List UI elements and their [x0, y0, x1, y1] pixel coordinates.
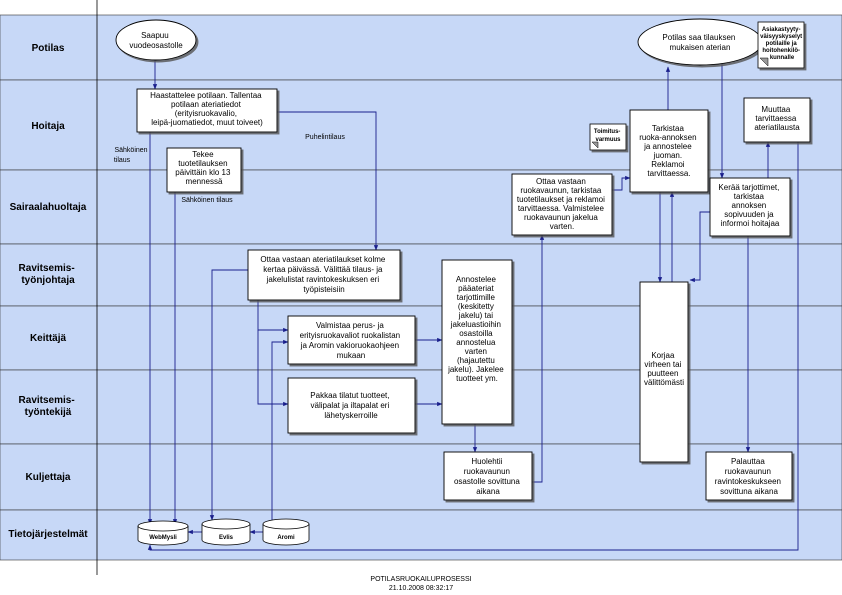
- node-saapuu: [115, 19, 197, 61]
- swimlanes: [0, 0, 842, 575]
- node-ottaa-ruokavaunun: [511, 173, 613, 236]
- svg-text:Toimitus- varmuus: Toimitus- varmuus: [594, 129, 622, 143]
- arrow-ottaa-ateriatilaukset-to-evlis: [209, 269, 248, 521]
- arrow-ottaa-ruokavaunun-to-tarkistaa: [612, 175, 631, 191]
- edge-label-sahkoinen-tilaus-2: Sähköinen tilaus: [181, 197, 233, 204]
- node-haastattelee: [136, 88, 278, 133]
- arrow-huolehtii-to-ottaa-ruokavaunun: [532, 234, 545, 483]
- lane-label-keittaja: Keittäjä: [30, 333, 67, 344]
- lane-ravitsemistyonjohtaja: [0, 243, 842, 307]
- node-tekee: [166, 147, 242, 193]
- arrow-haastattelee-to-ottaa-ateriatilaukset: [277, 111, 379, 251]
- node-haastattelee-text: Haastattelee potilaan. Tallentaa potilaa…: [150, 91, 264, 127]
- node-keraa: [709, 177, 791, 237]
- lane-label-kuljettaja: Kuljettaja: [25, 472, 70, 483]
- connectors: [147, 60, 799, 551]
- node-saapuu-text: Saapuu vuodeosastolle: [129, 31, 183, 50]
- node-palauttaa-text: Palauttaa ruokavaunun ravintokeskukseen …: [715, 457, 784, 496]
- node-huolehtii: [443, 451, 533, 501]
- note-asiakastyytyvaisyys: Asiakastyyty- väisyyskyselyt potilaille …: [757, 21, 805, 69]
- arrow-keraa-to-korjaa: [689, 211, 710, 283]
- arrow-muuttaa-to-webmysli: [147, 142, 799, 551]
- node-valmistaa-text: Valmistaa perus- ja erityisruokavaliot r…: [300, 321, 403, 360]
- node-ottaa-ateriatilaukset: [247, 249, 401, 301]
- node-palauttaa: [705, 451, 793, 501]
- lane-tietojarjestelmat: [0, 509, 842, 561]
- node-valmistaa: [287, 315, 416, 365]
- db-evlis: Evlis: [201, 518, 251, 546]
- lane-ravitsemistyontekija: [0, 369, 842, 445]
- node-huolehtii-text: Huolehtii ruokavaunun osastolle sovittun…: [454, 457, 522, 496]
- node-potilas-saa-text: Potilas saa tilauksen mukaisen aterian: [662, 33, 737, 52]
- node-annostelee: [441, 259, 513, 425]
- node-annostelee-text: Annostelee pääateriat tarjottimille (kes…: [447, 275, 506, 383]
- edge-label-sahkoinen-tilaus-1: Sähköinen tilaus: [114, 147, 150, 164]
- db-webmysli: WebMysli: [137, 520, 189, 546]
- node-pakkaa-text: Pakkaa tilatut tuotteet, välipalat ja il…: [310, 391, 391, 420]
- note-toimitusvarmuus: Toimitus- varmuus: [589, 123, 627, 151]
- lane-label-hoitaja: Hoitaja: [31, 121, 65, 132]
- node-korjaa: [639, 281, 689, 463]
- node-keraa-text: Kerää tarjottimet, tarkistaa annoksen so…: [718, 183, 781, 228]
- lane-label-tietojarjestelmat: Tietojärjestelmät: [8, 529, 88, 540]
- lane-keittaja: [0, 305, 842, 371]
- node-pakkaa: [287, 377, 416, 434]
- node-tekee-text: Tekee tuotetilauksen päivittäin klo 13 m…: [175, 150, 232, 186]
- footer-timestamp: 21.10.2008 08:32:17: [388, 585, 454, 592]
- lane-label-sairaalahuoltaja: Sairaalahuoltaja: [10, 202, 87, 213]
- lane-labels: Potilas Hoitaja Sairaalahuoltaja Ravitse…: [8, 43, 88, 540]
- lane-label-ravitsemistyonjohtaja: Ravitsemis- työnjohtaja: [19, 263, 78, 286]
- db-aromi: Aromi: [262, 518, 310, 546]
- node-ottaa-ateriatilaukset-text: Ottaa vastaan ateriatilaukset kolme kert…: [260, 255, 387, 294]
- svg-text:Asiakastyyty- väisyyskys: Asiakastyyty- väisyyskyselyt potilaille …: [760, 27, 804, 61]
- edge-label-puhelintilaus: Puhelintilaus: [305, 134, 345, 141]
- arrow-aromi-to-valmistaa: [271, 339, 289, 522]
- lane-label-ravitsemistyontekija: Ravitsemis- työntekijä: [19, 395, 78, 418]
- arrow-ottaa-to-pakkaa: [257, 330, 289, 407]
- footer-title: POTILASRUOKAILUPROSESSI: [370, 576, 472, 583]
- lane-label-potilas: Potilas: [32, 43, 65, 54]
- lane-kuljettaja: [0, 443, 842, 511]
- svg-text:Evlis: Evlis: [219, 535, 234, 541]
- node-tarkistaa-text: Tarkistaa ruoka-annoksen ja annostelee j…: [639, 124, 699, 178]
- node-potilas-saa: [637, 18, 763, 66]
- node-muuttaa-text: Muuttaa tarvittaessa ateriatilausta: [754, 105, 800, 132]
- node-ottaa-ruokavaunun-text: Ottaa vastaan ruokavaunun, tarkistaa tuo…: [517, 177, 607, 231]
- svg-text:Aromi: Aromi: [277, 535, 295, 541]
- svg-text:WebMysli: WebMysli: [149, 535, 177, 541]
- node-tarkistaa: [629, 109, 709, 193]
- node-korjaa-text: Korjaa virheen tai puutteen välittömästi: [644, 351, 684, 387]
- node-muuttaa: [743, 97, 811, 143]
